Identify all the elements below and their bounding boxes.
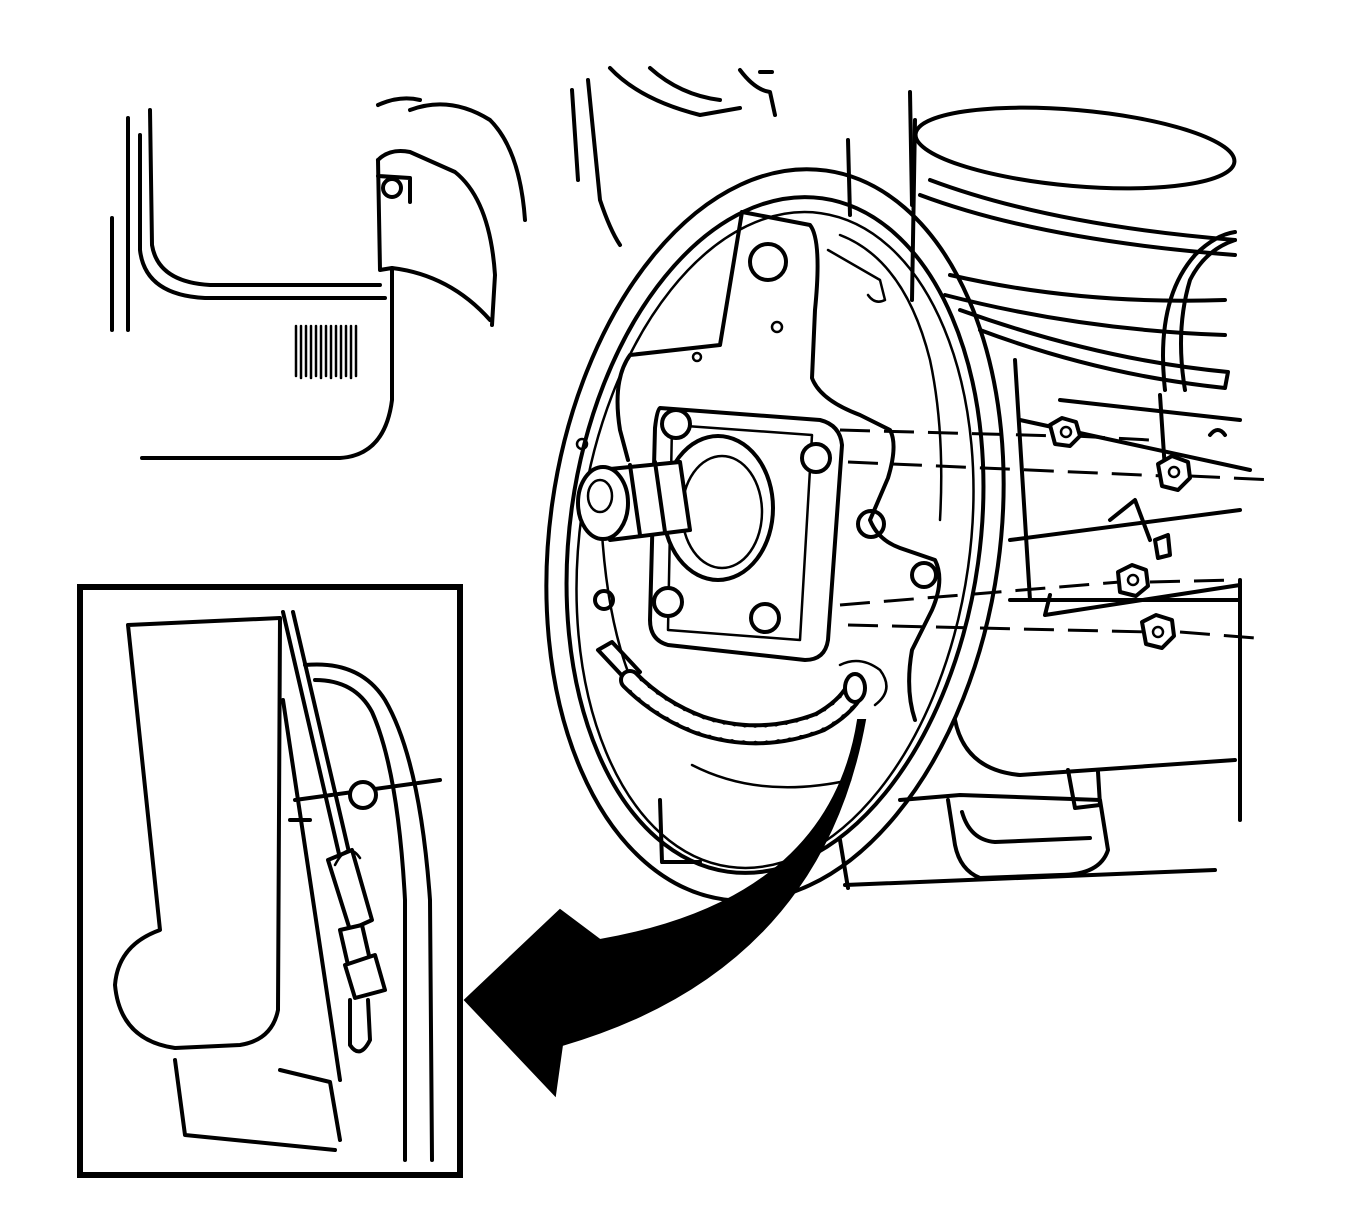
bolt-alignment-lines — [839, 428, 1276, 640]
wheel-spindle-icon — [576, 434, 775, 582]
callout-arrow-icon — [463, 719, 867, 1098]
mounting-nut-icon — [1048, 416, 1192, 650]
brake-pipe-icon — [596, 640, 888, 746]
vehicle-body-panel — [110, 96, 527, 460]
id-label-stripes — [294, 324, 358, 380]
axle-housing — [1008, 358, 1252, 822]
lower-control-arm — [658, 718, 1237, 890]
suspension-frame — [570, 66, 914, 247]
detail-inset-content — [113, 610, 442, 1162]
